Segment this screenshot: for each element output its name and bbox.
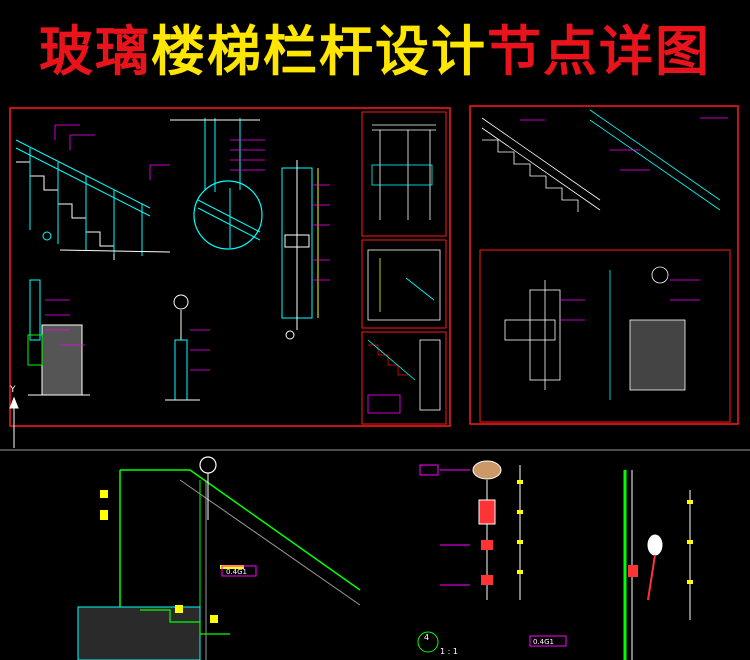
scale-bottom: 1 : 1 bbox=[440, 647, 458, 656]
stair-elevation bbox=[15, 139, 171, 260]
right-bottom-frame bbox=[479, 249, 731, 423]
detail-circle-elevation bbox=[170, 118, 263, 250]
scale-top: 4 bbox=[424, 633, 429, 642]
page-title: 玻璃楼梯栏杆设计节点详图 bbox=[0, 18, 750, 85]
inner-frame-1 bbox=[361, 111, 447, 237]
yellow-markers bbox=[100, 490, 244, 623]
leader-lines-2 bbox=[230, 139, 265, 171]
right-frame bbox=[469, 105, 739, 425]
tag-box-2 bbox=[419, 464, 439, 476]
bottom-glass-detail bbox=[623, 470, 691, 660]
inner-drawing-3 bbox=[367, 339, 441, 414]
section-detail-c bbox=[281, 160, 319, 330]
ucs-icon bbox=[9, 396, 19, 448]
bottom-tag-2: 0.4G1 bbox=[533, 638, 554, 646]
leader-lines-1 bbox=[54, 124, 170, 180]
handrail-post bbox=[165, 294, 200, 401]
detail-marker-c bbox=[285, 330, 295, 340]
title-part-yellow: 楼梯栏杆设计 bbox=[151, 19, 487, 83]
detail-marker-bottom bbox=[199, 456, 217, 474]
leader-lines-7 bbox=[560, 279, 700, 321]
scale-marker bbox=[417, 631, 439, 653]
baluster-detail bbox=[504, 266, 686, 400]
bottom-right-ticks bbox=[687, 500, 693, 584]
inner-drawing-2 bbox=[367, 249, 441, 321]
inner-drawing-1 bbox=[371, 124, 436, 220]
tag-box-1 bbox=[221, 565, 257, 577]
leader-lines-4 bbox=[45, 299, 85, 346]
title-part-red-2: 节点详图 bbox=[487, 19, 711, 83]
left-frame bbox=[9, 107, 451, 427]
leader-lines-5 bbox=[190, 329, 210, 371]
title-part-red: 玻璃 bbox=[39, 19, 151, 83]
inner-frame-3 bbox=[361, 331, 447, 425]
leader-lines-6 bbox=[520, 117, 728, 171]
tag-box-3 bbox=[529, 635, 567, 647]
ucs-y-label: Y bbox=[9, 385, 16, 395]
detail-marker-a bbox=[42, 231, 52, 241]
bottom-stair-section bbox=[77, 469, 361, 660]
bottom-dimension-ticks bbox=[517, 480, 523, 574]
bottom-tag-1: 0.4G1 bbox=[226, 568, 247, 576]
inner-frame-2 bbox=[361, 239, 447, 329]
leader-lines-3 bbox=[312, 184, 330, 281]
left-bottom-section bbox=[27, 279, 90, 396]
right-stair-elevation bbox=[481, 109, 721, 212]
bottom-post-elevation bbox=[440, 460, 521, 600]
